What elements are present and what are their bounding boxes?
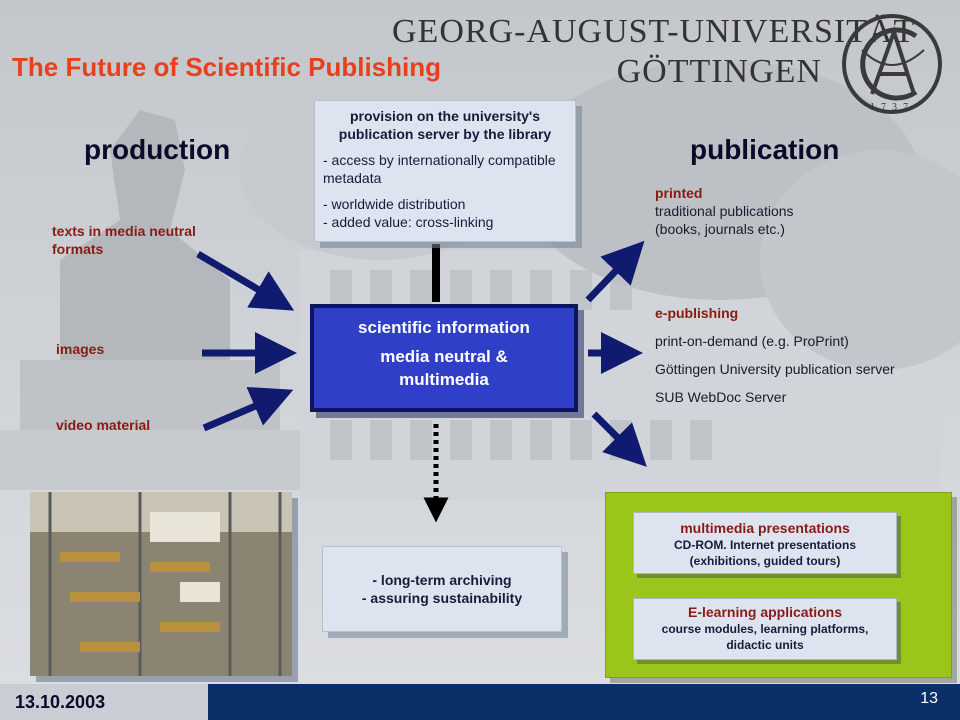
archive-line1: - long-term archiving <box>372 572 512 588</box>
provision-item-metadata: - access by internationally compatible m… <box>323 152 556 186</box>
university-name-line2: GÖTTINGEN <box>616 53 822 90</box>
scientific-information-box: scientific information media neutral & m… <box>310 304 578 412</box>
epublishing-item-server: Göttingen University publication server <box>655 361 895 377</box>
elearning-title: E-learning applications <box>687 604 843 620</box>
page-number: 13 <box>920 690 938 707</box>
center-line2: media neutral & multimedia <box>380 347 508 389</box>
library-interior-photo <box>30 492 292 676</box>
archive-line2: - assuring sustainability <box>361 590 523 606</box>
epublishing-title: e-publishing <box>655 305 739 321</box>
arrow-texts-to-center <box>196 250 295 311</box>
epublishing-item-pod: print-on-demand (e.g. ProPrint) <box>655 333 849 349</box>
archiving-box: - long-term archiving - assuring sustain… <box>322 546 562 632</box>
arrow-center-to-printed <box>585 240 645 303</box>
elearning-applications-box: E-learning applications course modules, … <box>633 598 897 660</box>
multimedia-presentations-box: multimedia presentations CD-ROM. Interne… <box>633 512 897 574</box>
printed-block: printed traditional publications (books,… <box>655 184 835 238</box>
printed-title: printed <box>655 185 703 201</box>
center-line1: scientific information <box>358 318 530 337</box>
seal-year: 1737 <box>870 102 914 113</box>
epublishing-item-webdoc: SUB WebDoc Server <box>655 389 787 405</box>
footer-date-area <box>0 684 208 720</box>
input-images-label: images <box>56 341 105 357</box>
footer-date: 13.10.2003 <box>15 692 106 712</box>
multimedia-desc: CD-ROM. Internet presentations (exhibiti… <box>673 538 856 568</box>
university-seal-logo: 1737 <box>842 14 942 114</box>
publication-heading: publication <box>690 134 840 165</box>
arrow-center-to-multimedia <box>591 411 647 467</box>
slide-title: The Future of Scientific Publishing <box>12 52 442 82</box>
production-heading: production <box>84 134 231 165</box>
input-video-label: video material <box>56 417 151 433</box>
provision-item-crosslinking: - added value: cross-linking <box>323 214 494 230</box>
footer-bar <box>208 684 960 720</box>
provision-item-distribution: - worldwide distribution <box>323 196 466 212</box>
provision-box: provision on the university's publicatio… <box>314 100 576 242</box>
printed-desc: traditional publications (books, journal… <box>655 203 794 237</box>
elearning-desc: course modules, learning platforms, dida… <box>661 622 869 652</box>
epublishing-block: e-publishing print-on-demand (e.g. ProPr… <box>655 304 895 406</box>
input-texts-label: texts in media neutral formats <box>52 223 196 257</box>
multimedia-title: multimedia presentations <box>680 520 850 536</box>
provision-title: provision on the university's publicatio… <box>338 108 552 142</box>
arrow-video-to-center <box>202 386 294 432</box>
